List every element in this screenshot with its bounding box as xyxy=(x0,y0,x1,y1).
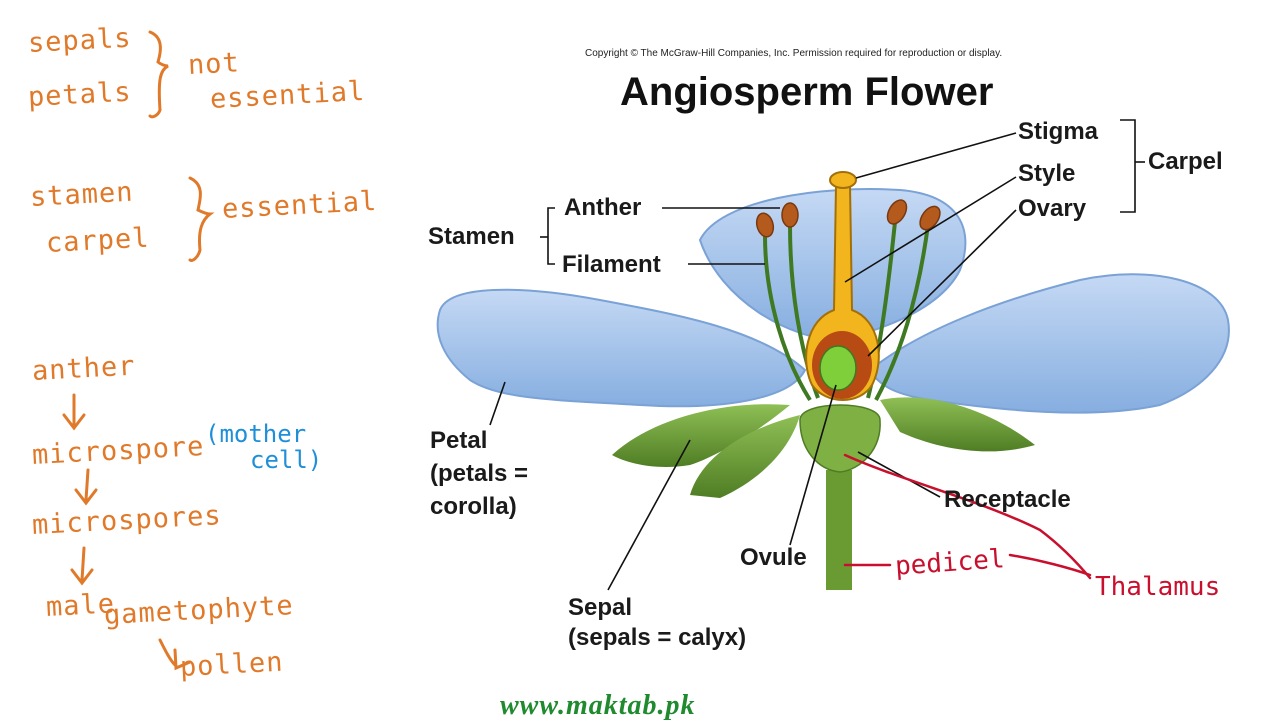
petal-left xyxy=(436,288,807,408)
anther-3 xyxy=(886,199,908,225)
label-ovule: Ovule xyxy=(740,544,807,571)
anther-4 xyxy=(919,205,941,231)
note-mother-cell-line1: (mother xyxy=(205,420,307,448)
note-thalamus: Thalamus xyxy=(1095,572,1221,602)
sepal-right xyxy=(880,397,1035,452)
copyright-notice: Copyright © The McGraw-Hill Companies, I… xyxy=(585,48,1003,59)
label-sepal: Sepal xyxy=(568,594,633,621)
receptacle-shape xyxy=(799,404,881,473)
ovule-shape xyxy=(819,345,857,391)
note-sepals: sepals xyxy=(27,22,133,59)
label-receptacle: Receptacle xyxy=(944,486,1071,513)
annotation-strokes-red xyxy=(843,453,1092,580)
diagram-title: Angiosperm Flower xyxy=(620,70,994,114)
note-not: not xyxy=(187,47,241,81)
annotation-strokes-orange xyxy=(62,30,215,671)
label-filament: Filament xyxy=(562,251,661,278)
note-carpel: carpel xyxy=(45,222,151,259)
anther-2 xyxy=(781,202,799,228)
label-petal-sub2: corolla) xyxy=(430,493,517,520)
note-anther: anther xyxy=(31,350,137,387)
note-petals: petals xyxy=(27,76,133,113)
leader-lines xyxy=(489,119,1145,591)
pedicel-stem xyxy=(826,470,852,590)
label-sepal-sub: (sepals = calyx) xyxy=(568,624,747,651)
sepal-left-2 xyxy=(690,415,800,498)
stigma-tip xyxy=(829,171,857,189)
label-anther: Anther xyxy=(564,194,642,221)
label-petal: Petal xyxy=(430,427,488,454)
label-ovary: Ovary xyxy=(1018,195,1087,222)
note-pollen: pollen xyxy=(179,646,285,683)
note-stamen: stamen xyxy=(29,176,135,213)
sepal-left xyxy=(612,404,790,467)
anther-1 xyxy=(755,212,775,238)
label-carpel: Carpel xyxy=(1148,148,1223,175)
website-watermark: www.maktab.pk xyxy=(500,690,696,721)
note-mother-cell-line2: cell) xyxy=(250,446,323,474)
label-stamen: Stamen xyxy=(428,223,515,250)
label-style: Style xyxy=(1018,160,1076,187)
label-stigma: Stigma xyxy=(1018,118,1099,145)
label-petal-sub1: (petals = xyxy=(430,460,529,487)
